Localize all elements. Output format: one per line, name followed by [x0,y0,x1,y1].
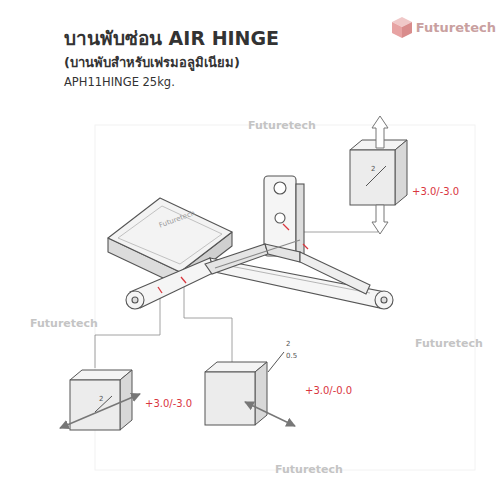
callout-number: 2 [370,165,376,173]
dimension: +3.0/-3.0 [412,186,459,198]
logo-text: Futuretech [416,21,496,36]
callout-number: 0.5 [286,352,297,360]
watermark: Futuretech [248,120,316,133]
frame [95,125,475,470]
adjust-cube [205,352,295,426]
adjust-cube [60,370,140,430]
model-text: APH11HINGE 25kg. [64,76,175,89]
subtitle: (บานพับสำหรับเฟรมอลูมิเนียม) [64,56,240,71]
watermark: Futuretech [275,464,343,477]
watermark: Futuretech [415,338,483,351]
title: บานพับซ่อน AIR HINGE [64,28,279,50]
adjust-cube [350,116,407,234]
adjust-marks [158,224,308,293]
dimension: +3.0/-0.0 [305,385,352,397]
callout-number: 2 [98,395,104,403]
dimension: +3.0/-3.0 [145,398,192,410]
logo-icon [392,17,412,38]
callout-number: 2 [286,340,290,348]
hinge-bracket [205,176,370,294]
watermark: Futuretech [30,318,98,331]
